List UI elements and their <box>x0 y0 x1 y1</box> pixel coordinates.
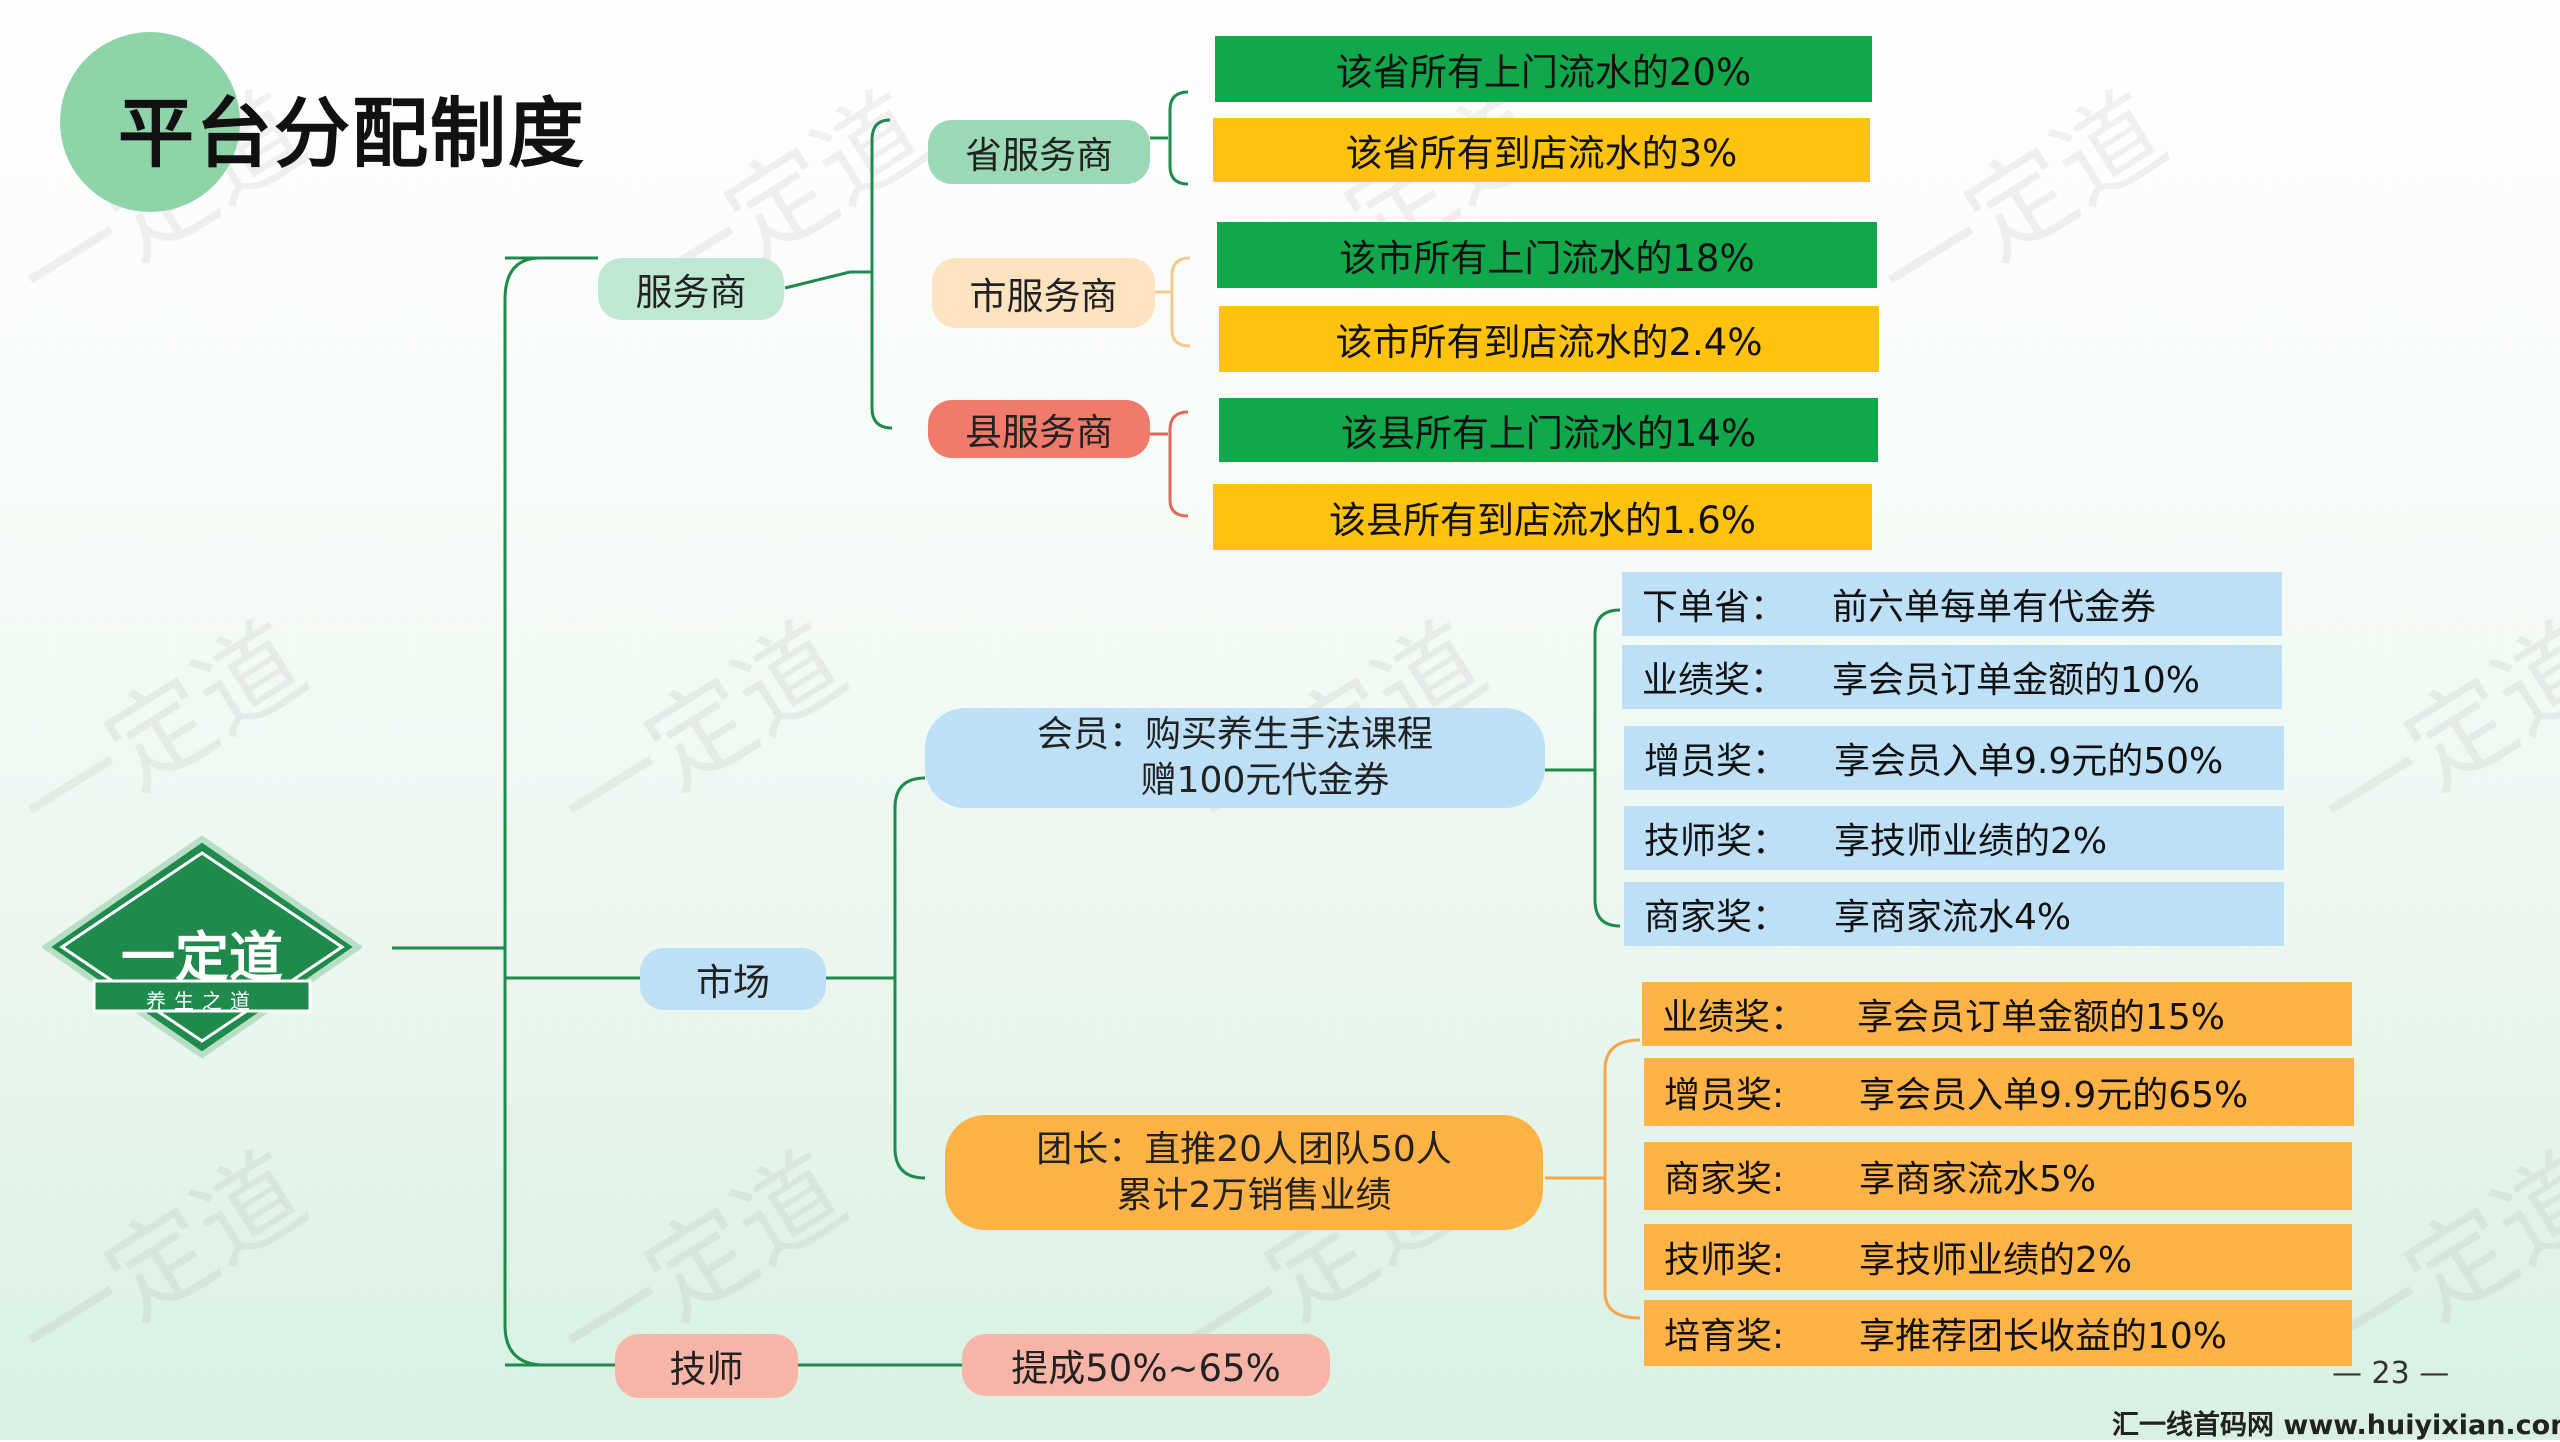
market-node: 市场 <box>640 948 826 1010</box>
member-condition: 会员：购买养生手法课程 <box>1036 714 1433 755</box>
technician-commission: 提成50%~65% <box>962 1334 1330 1396</box>
page-title: 平台分配制度 <box>118 89 586 178</box>
member-row-order-save: 下单省： 前六单每单有代金券 <box>1622 572 2282 636</box>
row-value: 享技师业绩的2% <box>1859 1240 2133 1281</box>
leader-row-cultivation: 培育奖: 享推荐团长收益的10% <box>1644 1300 2352 1366</box>
row-value: 享会员入单9.9元的65% <box>1859 1075 2249 1116</box>
page-number: — 23 — <box>2332 1356 2450 1391</box>
technician-node: 技师 <box>615 1334 798 1398</box>
city-door-bar: 该市所有上门流水的18% <box>1217 222 1877 288</box>
leader-requirement: 累计2万销售业绩 <box>1116 1174 1392 1216</box>
row-key: 下单省： <box>1642 587 1787 628</box>
leader-row-merchant: 商家奖: 享商家流水5% <box>1644 1142 2352 1210</box>
row-value: 享会员订单金额的15% <box>1857 997 2226 1038</box>
member-node: 会员：购买养生手法课程 赠100元代金券 <box>925 708 1545 808</box>
city-provider-node: 市服务商 <box>932 258 1155 328</box>
row-key: 业绩奖： <box>1642 660 1787 701</box>
county-store-bar: 该县所有到店流水的1.6% <box>1213 484 1872 550</box>
leader-row-recruit: 增员奖: 享会员入单9.9元的65% <box>1644 1058 2354 1126</box>
service-provider-node: 服务商 <box>598 258 784 320</box>
member-row-technician: 技师奖： 享技师业绩的2% <box>1624 806 2284 870</box>
row-value: 享会员订单金额的10% <box>1832 660 2201 701</box>
member-row-performance: 业绩奖： 享会员订单金额的10% <box>1622 645 2282 709</box>
row-key: 商家奖： <box>1644 897 1789 938</box>
province-store-bar: 该省所有到店流水的3% <box>1213 118 1870 182</box>
row-value: 前六单每单有代金券 <box>1832 587 2157 628</box>
leader-condition: 团长：直推20人团队50人 <box>1036 1128 1452 1170</box>
row-value: 享技师业绩的2% <box>1834 821 2108 862</box>
row-value: 享推荐团长收益的10% <box>1859 1316 2228 1357</box>
logo-name: 一定道 <box>121 926 283 989</box>
row-key: 技师奖： <box>1644 821 1789 862</box>
brand-logo: 一定道 养生之道 <box>40 835 364 1065</box>
row-key: 技师奖: <box>1664 1240 1785 1281</box>
leader-row-performance: 业绩奖： 享会员订单金额的15% <box>1642 982 2352 1046</box>
row-key: 业绩奖： <box>1662 997 1807 1038</box>
member-benefit: 赠100元代金券 <box>1140 760 1390 801</box>
row-key: 增员奖: <box>1664 1075 1785 1116</box>
member-row-merchant: 商家奖： 享商家流水4% <box>1624 882 2284 946</box>
row-key: 商家奖: <box>1664 1159 1785 1200</box>
site-footer: 汇一线首码网 www.huiyixian.com <box>2112 1410 2560 1441</box>
title-decoration-circle <box>60 32 240 212</box>
member-row-recruit: 增员奖： 享会员入单9.9元的50% <box>1624 726 2284 790</box>
row-value: 享会员入单9.9元的50% <box>1834 741 2224 782</box>
county-provider-node: 县服务商 <box>928 400 1150 458</box>
row-value: 享商家流水4% <box>1834 897 2072 938</box>
row-key: 培育奖: <box>1664 1316 1785 1357</box>
logo-diamond-icon <box>40 835 364 1059</box>
county-door-bar: 该县所有上门流水的14% <box>1219 398 1878 462</box>
row-key: 增员奖： <box>1644 741 1789 782</box>
province-door-bar: 该省所有上门流水的20% <box>1215 36 1872 102</box>
city-store-bar: 该市所有到店流水的2.4% <box>1219 306 1879 372</box>
leader-row-technician: 技师奖: 享技师业绩的2% <box>1644 1224 2352 1290</box>
row-value: 享商家流水5% <box>1859 1159 2097 1200</box>
logo-tagline: 养生之道 <box>146 989 258 1013</box>
leader-node: 团长：直推20人团队50人 累计2万销售业绩 <box>945 1115 1543 1230</box>
province-provider-node: 省服务商 <box>928 120 1150 184</box>
